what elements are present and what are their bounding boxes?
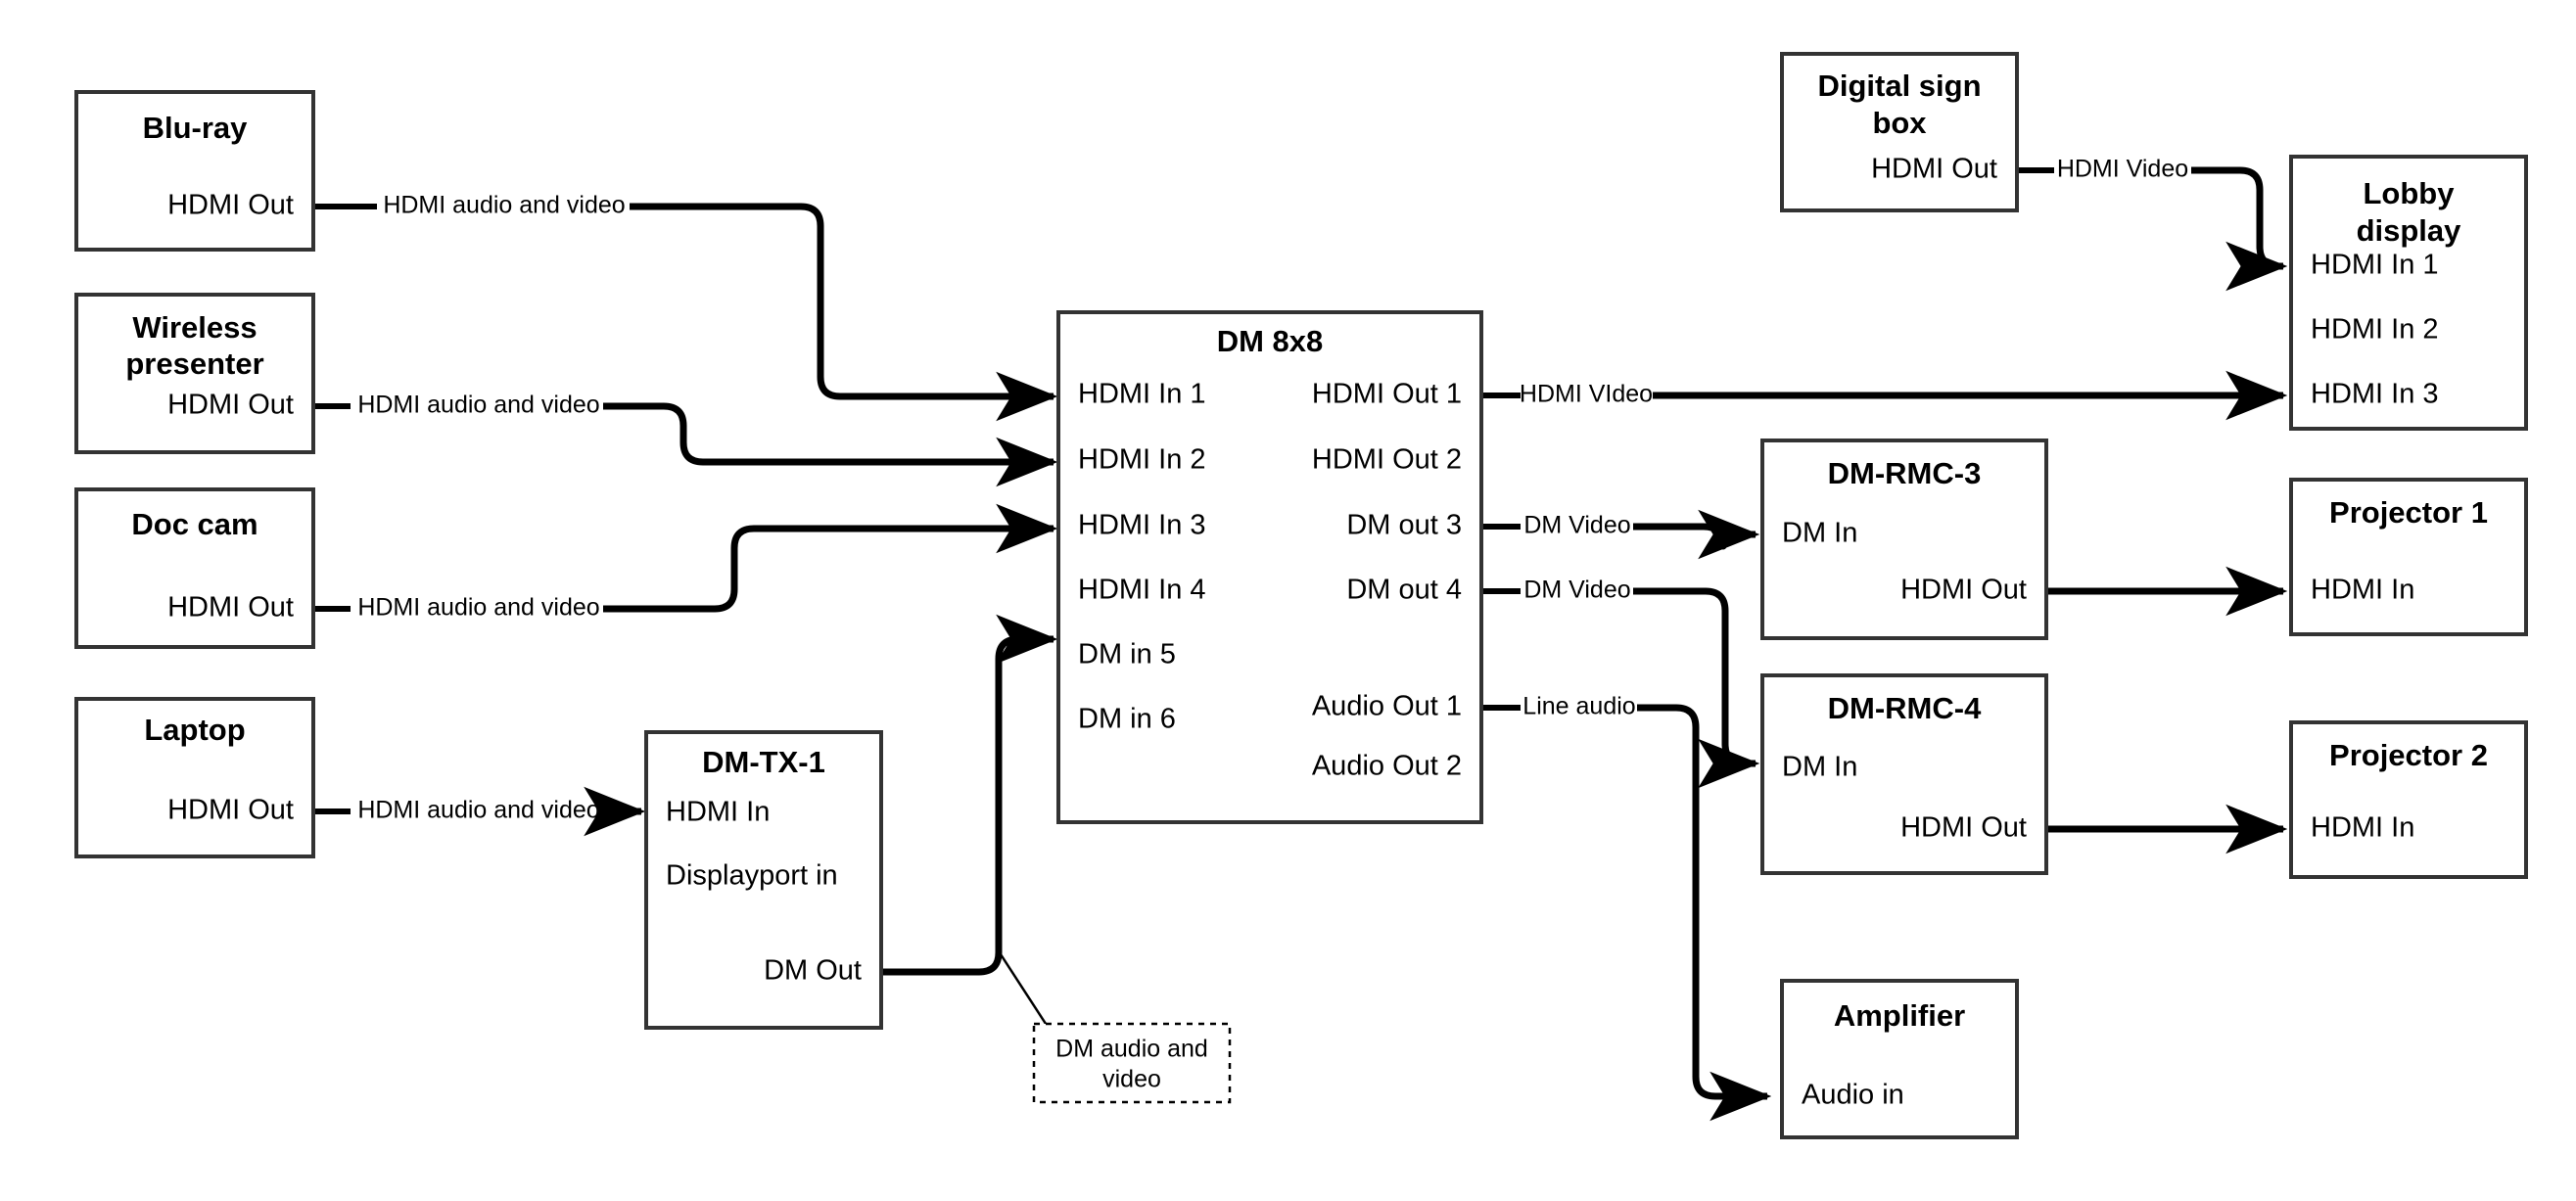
- node-digital-sign-box[interactable]: Digital sign box HDMI Out: [1780, 52, 2019, 212]
- digital-sign-box-box[interactable]: [1780, 52, 2019, 212]
- wire-dm8x8-dmout3-to-dmrmc3-dm-in: [1633, 509, 1760, 560]
- dm-8x8-box[interactable]: [1056, 310, 1483, 824]
- wire-bluray-to-dm8x8-hdmi-in-1: [630, 203, 1058, 422]
- edge-label-hdmi-video-sign: HDMI Video: [2057, 156, 2188, 183]
- node-amplifier[interactable]: Amplifier Audio in: [1780, 979, 2019, 1139]
- doc-cam-title: Doc cam: [131, 507, 258, 541]
- dm-8x8-output-dm-out-4: DM out 4: [1346, 575, 1462, 606]
- doc-cam-port-hdmi-out: HDMI Out: [167, 592, 294, 624]
- callout-dm-audio-video-line1: DM audio and: [1055, 1036, 1208, 1063]
- dm-8x8-input-dm-in-6: DM in 6: [1078, 704, 1176, 735]
- lobby-display-port-hdmi-in-2: HDMI In 2: [2311, 314, 2439, 346]
- wire-doccam-to-dm8x8-hdmi-in-3: [603, 503, 1058, 613]
- wire-signbox-to-lobby-hdmi-in-1: [2191, 166, 2288, 292]
- lobby-display-title-line2: display: [2357, 213, 2462, 248]
- laptop-port-hdmi-out: HDMI Out: [167, 795, 294, 826]
- doc-cam-box[interactable]: [74, 487, 315, 649]
- dm-tx-1-port-hdmi-in: HDMI In: [666, 797, 770, 828]
- dm-rmc-4-box[interactable]: [1760, 673, 2048, 875]
- laptop-title: Laptop: [144, 713, 245, 747]
- lobby-display-box[interactable]: [2289, 155, 2528, 431]
- dm-tx-1-port-displayport-in: Displayport in: [666, 860, 838, 892]
- dm-8x8-input-hdmi-in-2: HDMI In 2: [1078, 444, 1206, 476]
- amplifier-port-audio-in: Audio in: [1802, 1080, 1904, 1111]
- callout-dm-audio-video-line2: video: [1102, 1066, 1161, 1093]
- dm-8x8-output-audio-out-1: Audio Out 1: [1312, 691, 1462, 722]
- bluray-box[interactable]: [74, 90, 315, 252]
- node-bluray[interactable]: Blu-ray HDMI Out: [74, 90, 315, 252]
- node-dm-tx-1[interactable]: DM-TX-1 HDMI In Displayport in DM Out: [644, 730, 883, 1030]
- edge-label-dm-video-3: DM Video: [1523, 512, 1630, 539]
- dm-rmc-3-port-dm-in: DM In: [1782, 518, 1857, 549]
- dm-tx-1-title: DM-TX-1: [702, 745, 825, 779]
- edge-label-line-audio: Line audio: [1522, 693, 1635, 720]
- projector-2-title: Projector 2: [2329, 738, 2488, 772]
- wire-dm8x8-dmout4-to-dmrmc4-dm-in: [1633, 587, 1760, 789]
- wireless-presenter-box[interactable]: [74, 293, 315, 454]
- lobby-display-port-hdmi-in-1: HDMI In 1: [2311, 250, 2439, 281]
- dm-8x8-output-hdmi-out-2: HDMI Out 2: [1312, 444, 1462, 476]
- node-dm-rmc-4[interactable]: DM-RMC-4 DM In HDMI Out: [1760, 673, 2048, 875]
- edge-label-laptop: HDMI audio and video: [357, 797, 599, 824]
- dm-tx-1-port-dm-out: DM Out: [764, 955, 862, 987]
- dm-8x8-output-audio-out-2: Audio Out 2: [1312, 751, 1462, 782]
- wire-dmtx1-to-dm8x8-dm-in-5: [881, 614, 1058, 976]
- wire-dm8x8-audioout1-to-amplifier: [1637, 704, 1772, 1122]
- projector-2-port-hdmi-in: HDMI In: [2311, 812, 2414, 844]
- projector-1-port-hdmi-in: HDMI In: [2311, 575, 2414, 606]
- projector-2-box[interactable]: [2289, 720, 2528, 879]
- digital-sign-box-port-hdmi-out: HDMI Out: [1871, 154, 1997, 185]
- bluray-port-hdmi-out: HDMI Out: [167, 190, 294, 221]
- bluray-title: Blu-ray: [143, 111, 249, 145]
- wireless-presenter-title-line1: Wireless: [132, 310, 257, 345]
- dm-8x8-input-hdmi-in-3: HDMI In 3: [1078, 510, 1206, 541]
- callout-dm-audio-video-box: [1032, 1022, 1232, 1104]
- node-wireless-presenter[interactable]: Wireless presenter HDMI Out: [74, 293, 315, 454]
- amplifier-title: Amplifier: [1834, 998, 1965, 1033]
- node-lobby-display[interactable]: Lobby display HDMI In 1 HDMI In 2 HDMI I…: [2289, 155, 2528, 431]
- edge-label-bluray: HDMI audio and video: [383, 192, 625, 219]
- dm-rmc-3-title: DM-RMC-3: [1828, 456, 1982, 490]
- dm-8x8-output-dm-out-3: DM out 3: [1346, 510, 1462, 541]
- lobby-display-title-line1: Lobby: [2364, 176, 2456, 210]
- dm-rmc-4-title: DM-RMC-4: [1828, 691, 1982, 725]
- edge-label-dm-video-4: DM Video: [1523, 577, 1630, 604]
- amplifier-box[interactable]: [1780, 979, 2019, 1139]
- dm-8x8-input-hdmi-in-1: HDMI In 1: [1078, 379, 1206, 410]
- lobby-display-port-hdmi-in-3: HDMI In 3: [2311, 379, 2439, 410]
- dm-tx-1-box[interactable]: [644, 730, 883, 1030]
- node-dm-rmc-3[interactable]: DM-RMC-3 DM In HDMI Out: [1760, 439, 2048, 640]
- dm-rmc-4-port-hdmi-out: HDMI Out: [1900, 812, 2027, 844]
- laptop-box[interactable]: [74, 697, 315, 858]
- node-projector-1[interactable]: Projector 1 HDMI In: [2289, 478, 2528, 636]
- edge-label-wireless: HDMI audio and video: [357, 392, 599, 419]
- node-laptop[interactable]: Laptop HDMI Out: [74, 697, 315, 858]
- wire-wireless-to-dm8x8-hdmi-in-2: [603, 402, 1058, 487]
- digital-sign-box-title-line2: box: [1872, 106, 1927, 140]
- dm-rmc-3-port-hdmi-out: HDMI Out: [1900, 575, 2027, 606]
- projector-1-box[interactable]: [2289, 478, 2528, 636]
- node-doc-cam[interactable]: Doc cam HDMI Out: [74, 487, 315, 649]
- dm-8x8-input-hdmi-in-4: HDMI In 4: [1078, 575, 1206, 606]
- wireless-presenter-port-hdmi-out: HDMI Out: [167, 390, 294, 421]
- dm-8x8-output-hdmi-out-1: HDMI Out 1: [1312, 379, 1462, 410]
- digital-sign-box-title-line1: Digital sign: [1817, 69, 1981, 103]
- edge-label-hdmi-video-out1: HDMI VIdeo: [1520, 381, 1653, 408]
- dm-rmc-3-box[interactable]: [1760, 439, 2048, 640]
- dm-8x8-title: DM 8x8: [1217, 324, 1324, 358]
- dm-rmc-4-port-dm-in: DM In: [1782, 752, 1857, 783]
- edge-label-doccam: HDMI audio and video: [357, 594, 599, 622]
- node-dm-8x8[interactable]: DM 8x8 HDMI In 1 HDMI In 2 HDMI In 3 HDM…: [1056, 310, 1483, 824]
- dm-8x8-input-dm-in-5: DM in 5: [1078, 639, 1176, 670]
- node-projector-2[interactable]: Projector 2 HDMI In: [2289, 720, 2528, 879]
- wireless-presenter-title-line2: presenter: [125, 346, 263, 381]
- projector-1-title: Projector 1: [2329, 495, 2488, 530]
- callout-dm-audio-and-video: DM audio and video: [1032, 1022, 1232, 1104]
